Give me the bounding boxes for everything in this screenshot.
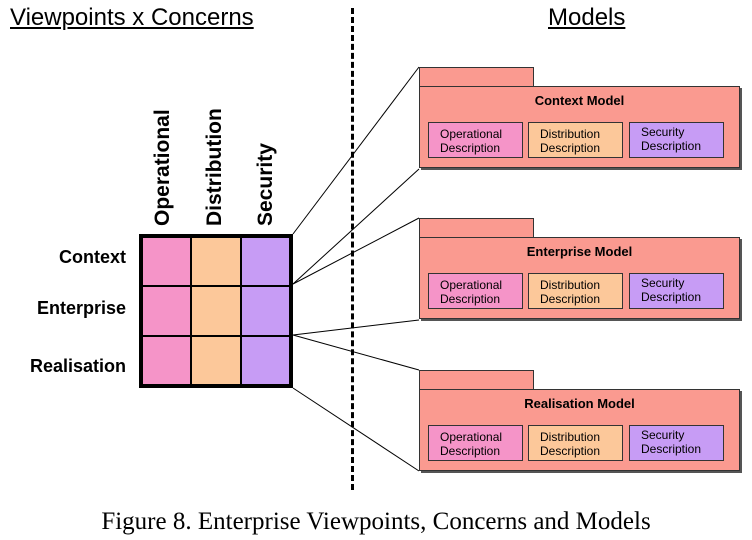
description-line: Distribution: [540, 127, 601, 141]
grid-cell-realisation-security: [240, 335, 290, 385]
concern-label-distribution: Distribution: [203, 108, 226, 226]
security-description-box: Security Description: [629, 425, 724, 461]
description-line: Description: [540, 292, 601, 306]
description-line: Description: [641, 290, 702, 304]
grid-cell-enterprise-distribution: [191, 286, 241, 336]
distribution-description-box: Distribution Description: [528, 425, 623, 461]
viewpoint-concern-grid: [139, 234, 293, 388]
figure-caption: Figure 8. Enterprise Viewpoints, Concern…: [101, 508, 651, 535]
connector-line: [292, 387, 420, 472]
description-line: Distribution: [540, 278, 601, 292]
model-tab: [419, 370, 534, 390]
description-line: Operational: [440, 430, 503, 444]
context-model-box: Context Model Operational Description Di…: [419, 86, 740, 168]
grid-cell-realisation-operational: [142, 335, 192, 385]
grid-cell-context-operational: [142, 237, 192, 287]
connector-line: [292, 66, 420, 235]
viewpoints-concerns-heading: Viewpoints x Concerns: [10, 4, 254, 31]
connector-line: [292, 319, 420, 336]
models-heading: Models: [548, 4, 626, 31]
grid-cell-context-distribution: [191, 237, 241, 287]
viewpoint-label-enterprise: Enterprise: [36, 298, 126, 318]
grid-cell-context-security: [240, 237, 290, 287]
connector-line: [292, 217, 420, 285]
model-tab: [419, 67, 534, 87]
distribution-description-box: Distribution Description: [528, 122, 623, 158]
description-line: Description: [440, 292, 501, 306]
description-line: Operational: [440, 278, 503, 292]
viewpoint-label-realisation: Realisation: [29, 356, 126, 376]
connector-line: [292, 334, 420, 371]
description-line: Description: [540, 141, 601, 155]
operational-description-box: Operational Description: [428, 273, 523, 309]
model-tab: [419, 218, 534, 238]
description-line: Description: [641, 139, 702, 153]
description-line: Security: [641, 428, 685, 442]
connector-line: [292, 168, 420, 285]
operational-description-box: Operational Description: [428, 425, 523, 461]
viewpoint-label-context: Context: [59, 247, 126, 267]
grid-cell-realisation-distribution: [191, 335, 241, 385]
grid-cell-enterprise-operational: [142, 286, 192, 336]
description-line: Description: [440, 141, 501, 155]
description-line: Security: [641, 125, 685, 139]
description-line: Security: [641, 276, 685, 290]
security-description-box: Security Description: [629, 122, 724, 158]
distribution-description-box: Distribution Description: [528, 273, 623, 309]
description-line: Description: [440, 444, 501, 458]
model-title: Context Model: [534, 93, 625, 108]
concern-label-security: Security: [254, 143, 277, 226]
description-line: Description: [540, 444, 601, 458]
security-description-box: Security Description: [629, 273, 724, 309]
dashed-divider: [351, 8, 354, 490]
grid-cell-enterprise-security: [240, 286, 290, 336]
model-title: Enterprise Model: [526, 244, 633, 259]
description-line: Distribution: [540, 430, 601, 444]
description-line: Operational: [440, 127, 503, 141]
enterprise-model-box: Enterprise Model Operational Description…: [419, 237, 740, 319]
concern-label-operational: Operational: [151, 109, 174, 226]
model-title: Realisation Model: [524, 396, 635, 411]
realisation-model-box: Realisation Model Operational Descriptio…: [419, 389, 740, 471]
description-line: Description: [641, 442, 702, 456]
operational-description-box: Operational Description: [428, 122, 523, 158]
